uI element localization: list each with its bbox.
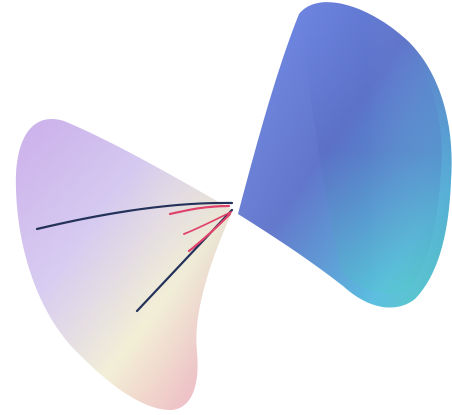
red-curve-top [168, 204, 231, 216]
red-curve-short [183, 211, 232, 235]
right-cone-nappe [238, 2, 452, 308]
dark-curve-top [35, 201, 234, 231]
left-cone-nappe [15, 119, 234, 411]
red-curve-bottom [187, 212, 232, 253]
curves [35, 201, 234, 313]
